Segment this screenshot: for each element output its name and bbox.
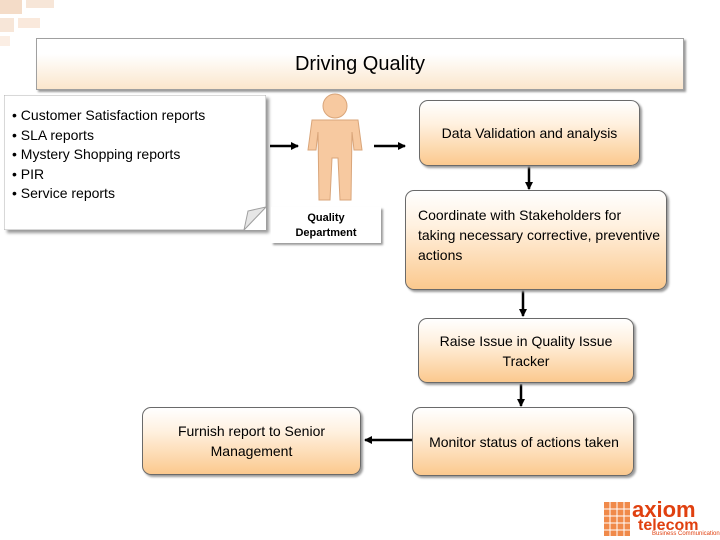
step-raise-issue: Raise Issue in Quality Issue Tracker [418, 318, 634, 383]
sources-list: Customer Satisfaction reports SLA report… [4, 95, 266, 204]
person-icon [307, 93, 363, 201]
logo-text-tagline: Business Communication [652, 531, 720, 537]
step-coordinate-stakeholders: Coordinate with Stakeholders for taking … [405, 190, 667, 290]
quality-label-line2: Department [295, 227, 357, 239]
quality-department-label: Quality Department [271, 207, 381, 243]
logo-text-axiom: axiom [632, 497, 696, 522]
source-item: PIR [12, 165, 266, 185]
quality-label-line1: Quality [307, 212, 345, 224]
step-furnish-report: Furnish report to Senior Management [142, 407, 361, 475]
source-item: Service reports [12, 184, 266, 204]
sources-note: Customer Satisfaction reports SLA report… [4, 95, 266, 230]
source-item: Mystery Shopping reports [12, 145, 266, 165]
step-data-validation: Data Validation and analysis [419, 100, 640, 166]
corner-decoration [0, 0, 54, 46]
page-title: Driving Quality [36, 38, 684, 90]
logo-text-telecom: telecom [638, 517, 699, 534]
axiom-telecom-logo-icon [604, 502, 630, 536]
step-monitor-status: Monitor status of actions taken [412, 407, 634, 476]
source-item: SLA reports [12, 126, 266, 146]
source-item: Customer Satisfaction reports [12, 106, 266, 126]
